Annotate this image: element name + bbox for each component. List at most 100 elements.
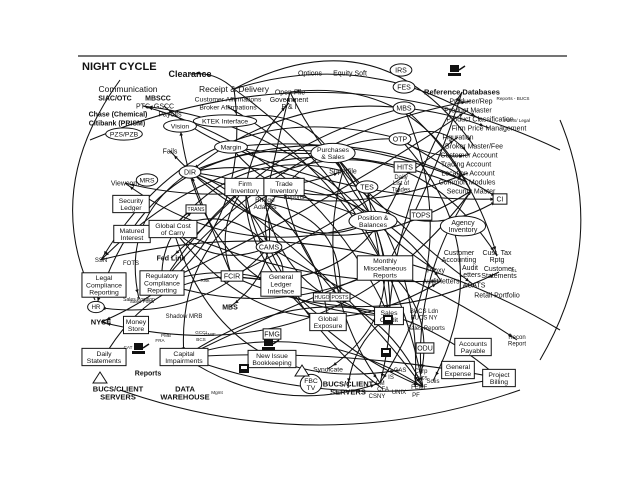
arrowhead <box>130 183 135 188</box>
connector <box>388 91 463 317</box>
node-label: New Issue <box>256 353 288 360</box>
connector <box>332 170 381 384</box>
connector <box>283 186 341 298</box>
node-label: GSCC <box>154 103 174 110</box>
node-producer-rep: Producer/Rep <box>449 98 492 105</box>
node-purchases-sales: Purchases& Sales <box>310 142 356 164</box>
node-ci: CI <box>492 193 508 205</box>
node-customer-account: Customer Account <box>440 152 497 159</box>
workstation-icon <box>448 65 466 76</box>
connector <box>264 202 390 317</box>
node-receipt-delivery: Receipt & Delivery <box>199 84 270 94</box>
node-label: PZS/PZB <box>110 131 139 138</box>
node-label: Miscellaneous <box>363 265 407 272</box>
node-label: Location Account <box>441 170 494 177</box>
connector <box>100 88 238 323</box>
node-label: Equity Soft <box>333 70 367 77</box>
node-label: Customer Account <box>440 152 497 159</box>
arrowhead <box>129 186 134 191</box>
node-label: Impairments <box>165 358 203 365</box>
node-label: Bridge <box>255 197 275 204</box>
node-position-balances: Position &Balances <box>348 210 398 232</box>
tag-label: GL <box>511 268 518 273</box>
node-label: BUCS/CLIENT <box>323 380 374 389</box>
arrowhead <box>490 246 494 251</box>
node-label: Store <box>128 326 144 333</box>
node-label: Clearance <box>168 69 211 79</box>
connector <box>100 190 472 336</box>
arrowhead <box>331 289 336 293</box>
connector <box>161 107 405 284</box>
node-label: SERVERS <box>330 388 366 397</box>
node-label: Audit letters <box>423 278 460 285</box>
node-is: IS <box>388 375 394 381</box>
node-label: Matured <box>120 228 145 235</box>
arrowhead <box>97 297 101 302</box>
node-margin: Margin <box>214 140 248 154</box>
node-viewcom: Viewcom <box>111 180 139 187</box>
node-label: TOPS <box>412 212 431 219</box>
arrowhead <box>417 377 421 382</box>
node-oval <box>105 127 143 141</box>
node-pzs: PZS/PZB <box>105 127 143 141</box>
arrowhead <box>148 106 153 111</box>
node-oval <box>163 119 197 133</box>
node-box <box>260 271 302 297</box>
arrowhead <box>457 176 462 180</box>
connector <box>366 186 390 317</box>
node-label: TRANS <box>188 207 206 213</box>
node-label: Capital <box>173 351 195 358</box>
mainframe-icon <box>381 348 391 357</box>
node-label: Shadow MRB <box>166 314 203 320</box>
arrowhead <box>461 146 466 151</box>
node-label: Reports <box>135 370 162 377</box>
node-label: CSNY <box>369 394 386 400</box>
node-label: Reporting <box>147 288 177 295</box>
node-box <box>247 349 297 369</box>
node-oval <box>87 300 105 314</box>
node-reports-mid: Reports <box>283 195 304 201</box>
arrowhead <box>435 371 439 376</box>
arrowhead <box>332 362 337 366</box>
node-gas: GAS <box>394 368 407 374</box>
node-label: FMG <box>264 331 280 338</box>
arrowhead <box>489 274 494 278</box>
node-label: DATA <box>175 385 195 394</box>
node-otp: OTP <box>388 132 412 146</box>
node-box <box>159 347 209 367</box>
node-gscc: GSCC <box>154 103 174 110</box>
node-label: Regulatory <box>146 273 179 280</box>
node-oval <box>392 80 416 94</box>
node-label: Inventory <box>449 227 478 234</box>
arrowhead <box>467 137 471 142</box>
node-open-file: Open File <box>275 89 305 96</box>
connector <box>183 356 381 397</box>
connector <box>189 73 235 90</box>
node-label: Accounts <box>459 341 488 348</box>
arrowhead <box>234 299 239 304</box>
arrowhead <box>449 140 454 145</box>
node-odu: ODU <box>415 342 435 354</box>
connector <box>119 389 521 426</box>
connector <box>189 171 270 248</box>
arrowhead <box>373 374 377 379</box>
arrowhead <box>179 131 183 136</box>
node-fots: FOTS <box>123 261 139 267</box>
arrowhead <box>431 279 436 284</box>
node-label: Reports <box>283 195 304 201</box>
arrowhead <box>191 177 195 182</box>
node-label: FE <box>411 385 419 391</box>
node-label: Trades <box>392 187 410 193</box>
node-oval <box>439 215 487 237</box>
node-label: Options <box>298 70 323 77</box>
node-label: Payable <box>461 348 486 355</box>
arrowhead <box>470 112 475 116</box>
arrowhead <box>461 100 466 105</box>
